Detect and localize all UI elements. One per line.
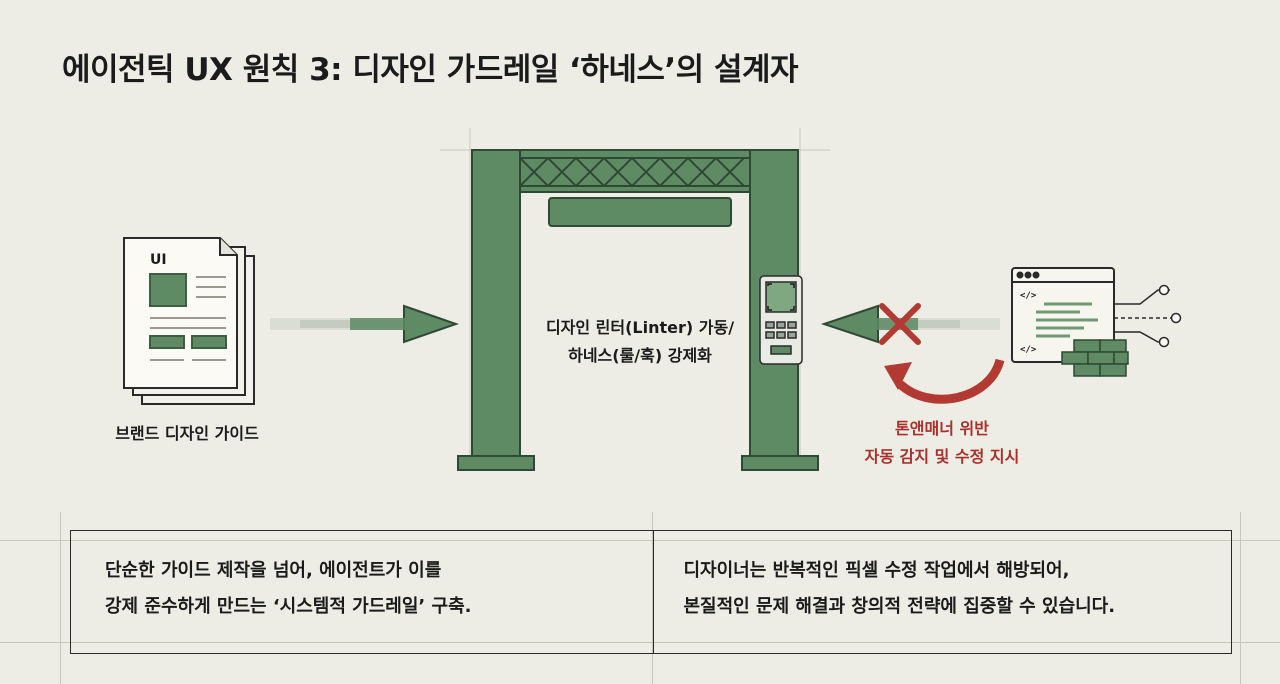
- summary-left-line1: 단순한 가이드 제작을 넘어, 에이전트가 이를: [105, 560, 442, 581]
- code-window-icon: </> </>: [1011, 267, 1115, 363]
- right-arrow-icon: [270, 304, 460, 344]
- guide-line: [1240, 512, 1241, 684]
- guide-line: [0, 642, 1280, 643]
- document-icon: [123, 237, 255, 405]
- summary-left: 단순한 가이드 제작을 넘어, 에이전트가 이를 강제 준수하게 만드는 ‘시스…: [71, 531, 653, 653]
- gate-icon: [440, 128, 830, 471]
- connector-lines: [1114, 284, 1182, 348]
- scanner-icon: [759, 275, 803, 365]
- x-mark-icon: [879, 303, 921, 345]
- brick-icon: [1061, 339, 1129, 377]
- ui-tag: UI: [150, 252, 167, 268]
- page-title: 에이전틱 UX 원칙 3: 디자인 가드레일 ‘하네스’의 설계자: [62, 52, 799, 88]
- gate-label-line1: 디자인 린터(Linter) 가동/: [545, 318, 735, 337]
- violation-label-line2: 자동 감지 및 수정 지시: [864, 447, 1020, 466]
- svg-text:</>: </>: [1020, 345, 1037, 355]
- document-label: 브랜드 디자인 가이드: [115, 424, 259, 443]
- summary-right-line1: 디자이너는 반복적인 픽셀 수정 작업에서 해방되어,: [683, 560, 1070, 581]
- gate-label: 디자인 린터(Linter) 가동/ 하네스(룰/훅) 강제화: [510, 314, 770, 370]
- summary-right: 디자이너는 반복적인 픽셀 수정 작업에서 해방되어, 본질적인 문제 해결과 …: [652, 531, 1232, 653]
- violation-label: 톤앤매너 위반 자동 감지 및 수정 지시: [832, 415, 1052, 471]
- summary-right-line2: 본질적인 문제 해결과 창의적 전략에 집중할 수 있습니다.: [683, 596, 1116, 617]
- return-arrow-icon: [884, 358, 1005, 404]
- violation-label-line1: 톤앤매너 위반: [895, 419, 989, 438]
- guide-line: [60, 512, 61, 684]
- gate-label-line2: 하네스(룰/훅) 강제화: [568, 346, 712, 365]
- summary-left-line2: 강제 준수하게 만드는 ‘시스템적 가드레일’ 구축.: [105, 596, 472, 617]
- summary-panel: 단순한 가이드 제작을 넘어, 에이전트가 이를 강제 준수하게 만드는 ‘시스…: [70, 530, 1232, 654]
- guide-line: [0, 540, 1280, 541]
- svg-text:</>: </>: [1020, 291, 1037, 301]
